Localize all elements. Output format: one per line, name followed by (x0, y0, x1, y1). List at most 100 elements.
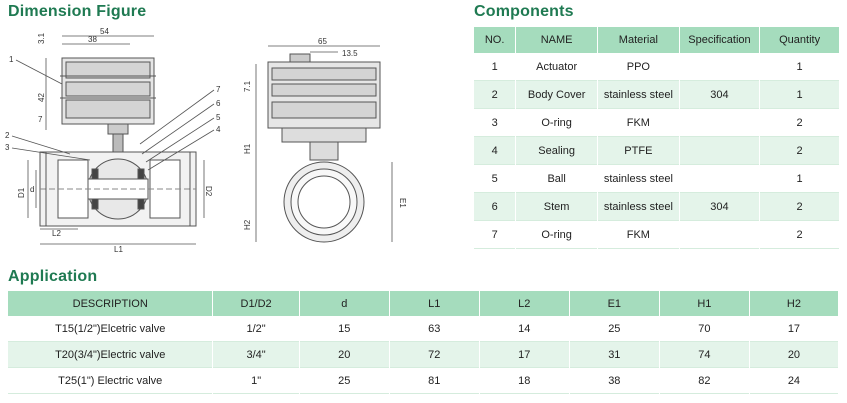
d2-label: D2 (204, 186, 213, 197)
cell-h1: 82 (659, 367, 750, 394)
cell-no: 7 (474, 220, 517, 249)
col-header-d1-d2: D1/D2 (212, 291, 300, 316)
col-header-name: NAME (515, 27, 598, 53)
cell-specification (679, 220, 761, 249)
table-row: T20(3/4")Electric valve 3/4" 20 72 17 31… (8, 341, 840, 368)
cell-material: PPO (597, 53, 680, 81)
part-4-label: 4 (216, 125, 221, 134)
cell-d1-d2: 3/4" (212, 341, 300, 368)
cell-l1: 72 (389, 341, 480, 368)
dim-65-label: 65 (318, 37, 327, 46)
cell-material: stainless steel (597, 80, 680, 109)
cell-l2: 14 (479, 316, 570, 342)
cell-h2: 20 (749, 341, 840, 368)
col-header-l1: L1 (389, 291, 480, 316)
cell-no: 6 (474, 192, 517, 221)
d1-label: D1 (17, 187, 26, 198)
col-header-description: DESCRIPTION (8, 291, 214, 316)
col-header-h1: H1 (659, 291, 750, 316)
cell-material: stainless steel (597, 192, 680, 221)
dim-7-1-label: 7.1 (243, 80, 252, 92)
cell-e1: 38 (569, 367, 660, 394)
cell-name: Actuator (515, 53, 598, 81)
col-header-d: d (299, 291, 390, 316)
cell-d: 15 (299, 316, 390, 342)
e1-label: E1 (398, 198, 407, 208)
part-5-label: 5 (216, 113, 221, 122)
cell-quantity: 1 (759, 53, 840, 81)
dim-7-label: 7 (38, 115, 43, 124)
cell-specification: 304 (679, 192, 761, 221)
valve-body-front-view (283, 141, 365, 243)
part-1-label: 1 (9, 55, 14, 64)
cell-specification (679, 53, 761, 81)
cell-quantity: 2 (759, 136, 840, 165)
dimension-drawing: 54 38 3.1 42 7 1 2 3 7 6 5 4 D1 d D2 L2 … (5, 27, 407, 254)
cell-l1: 81 (389, 367, 480, 394)
cell-e1: 25 (569, 316, 660, 342)
cell-no: 2 (474, 80, 517, 109)
table-row: 4 Sealing PTFE 2 (474, 136, 840, 165)
cell-no: 5 (474, 164, 517, 193)
col-header-l2: L2 (479, 291, 570, 316)
cell-no: 1 (474, 53, 517, 81)
col-header-quantity: Quantity (759, 27, 840, 53)
cell-specification: 304 (679, 80, 761, 109)
cell-quantity: 1 (759, 80, 840, 109)
cell-material: PTFE (597, 136, 680, 165)
cell-quantity: 2 (759, 220, 840, 249)
cell-d: 20 (299, 341, 390, 368)
components-heading: Components (474, 3, 574, 20)
cell-quantity: 2 (759, 192, 840, 221)
cell-l2: 17 (479, 341, 570, 368)
cell-no: 3 (474, 108, 517, 137)
cell-d: 25 (299, 367, 390, 394)
part-7-label: 7 (216, 85, 221, 94)
cell-d1-d2: 1/2" (212, 316, 300, 342)
cell-d1-d2: 1" (212, 367, 300, 394)
cell-specification (679, 136, 761, 165)
dim-38-label: 38 (88, 35, 97, 44)
cell-l2: 18 (479, 367, 570, 394)
h2-label: H2 (243, 219, 252, 230)
table-row: 1 Actuator PPO 1 (474, 53, 840, 81)
cell-material: stainless steel (597, 164, 680, 193)
cell-quantity: 1 (759, 164, 840, 193)
cell-h1: 74 (659, 341, 750, 368)
actuator-front-view (267, 53, 381, 143)
table-row: T25(1") Electric valve 1" 25 81 18 38 82… (8, 367, 840, 394)
cell-h2: 17 (749, 316, 840, 342)
col-header-no: NO. (474, 27, 517, 53)
cell-name: Stem (515, 192, 598, 221)
l1-label: L1 (114, 245, 123, 254)
application-header-row: DESCRIPTION D1/D2 d L1 L2 E1 H1 H2 (8, 291, 840, 316)
table-row: T15(1/2")Elcetric valve 1/2" 15 63 14 25… (8, 316, 840, 342)
cell-e1: 31 (569, 341, 660, 368)
part-3-label: 3 (5, 143, 10, 152)
part-2-label: 2 (5, 131, 10, 140)
cell-quantity: 2 (759, 108, 840, 137)
l2-label: L2 (52, 229, 61, 238)
table-row: 3 O-ring FKM 2 (474, 108, 840, 137)
cell-name: O-ring (515, 108, 598, 137)
cell-specification (679, 164, 761, 193)
cell-l1: 63 (389, 316, 480, 342)
table-row: 5 Ball stainless steel 1 (474, 164, 840, 193)
dim-54-label: 54 (100, 27, 109, 36)
valve-body-section (39, 151, 197, 227)
cell-description: T25(1") Electric valve (8, 367, 214, 394)
cell-material: FKM (597, 220, 680, 249)
table-row: 7 O-ring FKM 2 (474, 220, 840, 249)
components-table: NO. NAME Material Specification Quantity… (474, 27, 840, 249)
cell-specification (679, 108, 761, 137)
components-header-row: NO. NAME Material Specification Quantity (474, 27, 840, 53)
table-row: 2 Body Cover stainless steel 304 1 (474, 80, 840, 109)
dim-42-label: 42 (37, 93, 46, 102)
cell-h1: 70 (659, 316, 750, 342)
cell-name: Body Cover (515, 80, 598, 109)
col-header-h2: H2 (749, 291, 840, 316)
h1-label: H1 (243, 143, 252, 154)
table-row: 6 Stem stainless steel 304 2 (474, 192, 840, 221)
cell-name: Ball (515, 164, 598, 193)
col-header-specification: Specification (679, 27, 761, 53)
